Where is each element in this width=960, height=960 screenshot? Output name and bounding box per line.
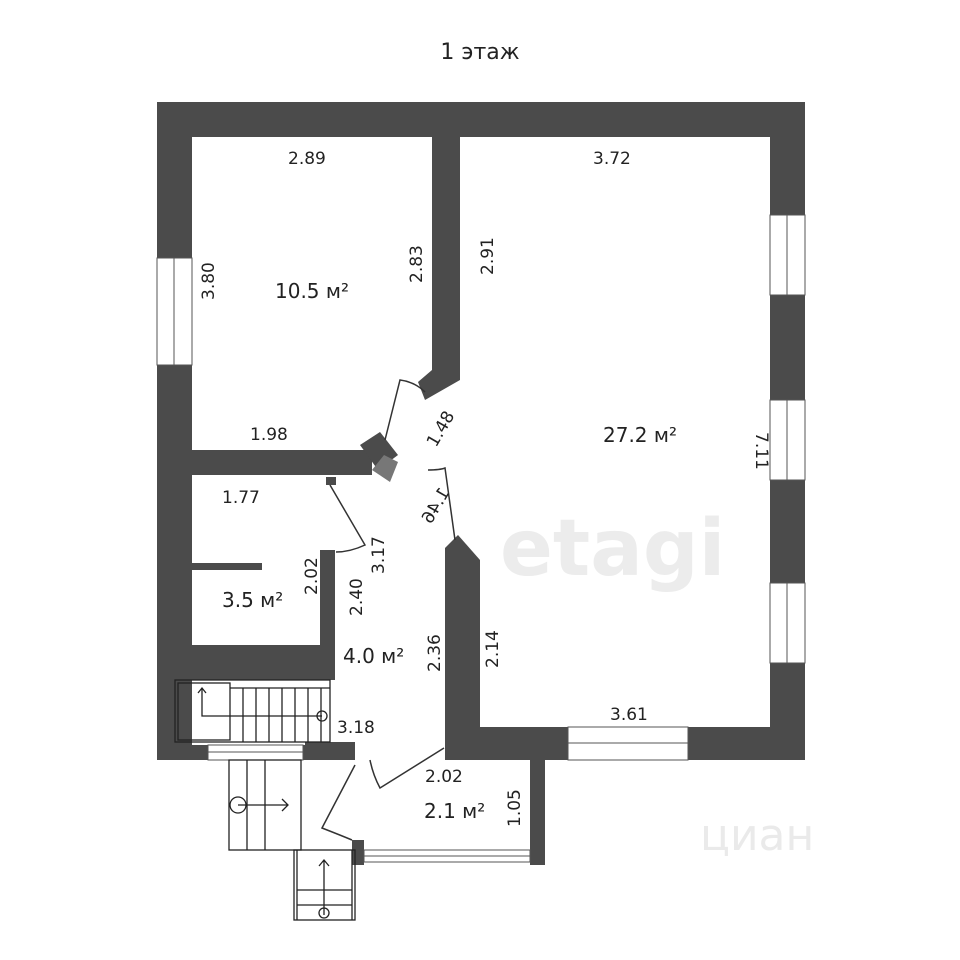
dim-3-18: 3.18: [337, 718, 375, 738]
door-jamb: [372, 455, 398, 482]
dim-3-61: 3.61: [610, 705, 648, 725]
dim-2-14: 2.14: [483, 630, 503, 668]
room-area-2-1: 2.1 м²: [424, 799, 485, 823]
dim-2-02-vestibule: 2.02: [425, 767, 463, 787]
dim-2-89: 2.89: [288, 149, 326, 169]
room-area-4-0: 4.0 м²: [343, 644, 404, 668]
watermark-cian: циан: [700, 810, 814, 861]
dim-1-77: 1.77: [222, 488, 260, 508]
dim-3-80: 3.80: [199, 262, 219, 300]
dim-2-02-closet: 2.02: [302, 557, 322, 595]
room-area-10-5: 10.5 м²: [275, 279, 349, 303]
dim-2-40: 2.40: [347, 578, 367, 616]
stairs: [174, 679, 356, 921]
watermark-etagi: etagi: [500, 504, 725, 594]
dim-2-36: 2.36: [425, 634, 445, 672]
floor-title: 1 этаж: [440, 40, 520, 65]
dim-2-91: 2.91: [478, 237, 498, 275]
dim-1-98: 1.98: [250, 425, 288, 445]
door-dim-1-48: 1.48: [423, 408, 459, 451]
dim-1-05: 1.05: [505, 789, 525, 827]
dim-3-17: 3.17: [369, 536, 389, 574]
dim-2-83: 2.83: [407, 245, 427, 283]
windows: [156, 214, 806, 863]
door-dim-1-46: 1.46: [418, 485, 454, 528]
dim-3-72: 3.72: [593, 149, 631, 169]
dim-7-11: 7.11: [751, 432, 771, 470]
room-area-27-2: 27.2 м²: [603, 423, 677, 447]
room-area-3-5: 3.5 м²: [222, 588, 283, 612]
doors: [320, 379, 456, 841]
